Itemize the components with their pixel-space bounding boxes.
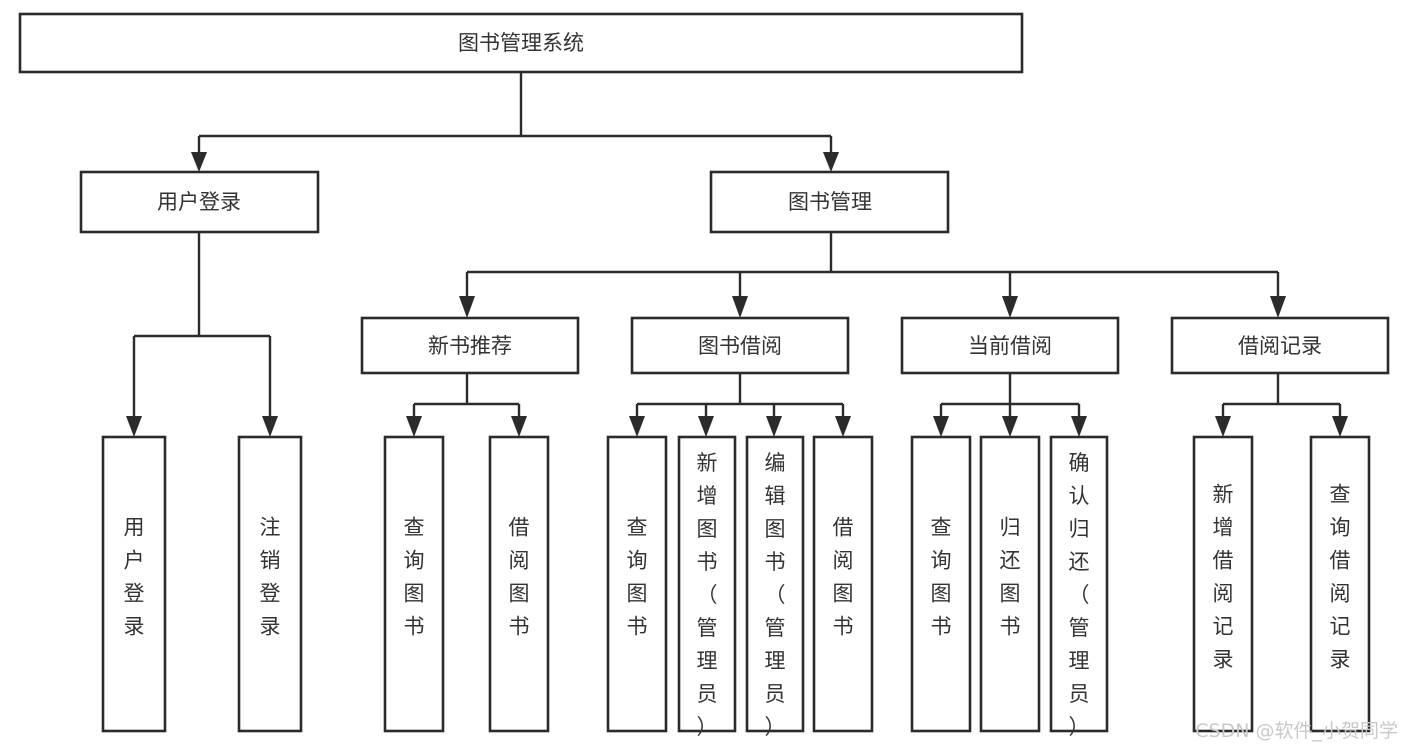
- node-leaf-query-record[interactable]: 查询借阅记录: [1309, 435, 1371, 733]
- node-new-book-recommend[interactable]: 新书推荐: [360, 316, 580, 375]
- node-leaf-query-record-label: 查询借阅记录: [1330, 483, 1351, 672]
- arrow-leaf-query-record: [1332, 416, 1348, 437]
- node-leaf-return-book-label: 归还图书: [1000, 516, 1021, 639]
- node-current-borrow[interactable]: 当前借阅: [900, 316, 1120, 375]
- node-book-borrow-label: 图书借阅: [698, 334, 782, 358]
- csdn-watermark: CSDN @软件_小贺同学: [1195, 720, 1398, 742]
- node-leaf-borrow-book-2-box[interactable]: [812, 435, 874, 733]
- arrow-new-book-recommend: [459, 296, 475, 318]
- node-root[interactable]: 图书管理系统: [18, 12, 1024, 74]
- node-leaf-add-record-label: 新增借阅记录: [1213, 483, 1234, 672]
- node-leaf-edit-book-box[interactable]: [745, 435, 805, 733]
- arrow-user-login: [191, 152, 207, 172]
- node-leaf-logout[interactable]: 注销登录: [237, 435, 303, 733]
- node-leaf-user-login[interactable]: 用户登录: [101, 435, 167, 733]
- node-leaf-query-book-3[interactable]: 查询图书: [910, 435, 972, 733]
- node-leaf-add-book-box[interactable]: [677, 435, 737, 733]
- node-leaf-borrow-book-2-label: 借阅图书: [833, 516, 854, 639]
- arrow-book-borrow: [732, 296, 748, 318]
- node-new-book-recommend-label: 新书推荐: [428, 334, 512, 358]
- node-borrow-record-box[interactable]: [1170, 316, 1390, 375]
- node-leaf-logout-box[interactable]: [237, 435, 303, 733]
- node-leaf-return-book[interactable]: 归还图书: [979, 435, 1041, 733]
- node-user-login-label: 用户登录: [157, 190, 241, 214]
- node-leaf-query-book-3-label: 查询图书: [931, 516, 952, 639]
- arrow-leaf-user-login: [126, 416, 142, 437]
- node-leaf-add-book-label: 新增图书（管理员）: [697, 451, 718, 739]
- arrow-book-manage: [823, 152, 839, 172]
- node-book-borrow[interactable]: 图书借阅: [630, 316, 850, 375]
- arrow-leaf-query-book-2: [629, 416, 645, 437]
- node-leaf-borrow-book-1-box[interactable]: [488, 435, 550, 733]
- node-borrow-record[interactable]: 借阅记录: [1170, 316, 1390, 375]
- node-leaf-confirm-return[interactable]: 确认归还（管理员）: [1049, 435, 1109, 739]
- node-root-label: 图书管理系统: [458, 31, 584, 55]
- node-leaf-user-login-label: 用户登录: [124, 516, 145, 639]
- node-leaf-borrow-book-1[interactable]: 借阅图书: [488, 435, 550, 733]
- arrow-leaf-edit-book: [766, 416, 782, 437]
- node-root-box[interactable]: [18, 12, 1024, 74]
- node-user-login-box[interactable]: [79, 170, 320, 234]
- arrow-leaf-query-book-1: [406, 416, 422, 437]
- node-leaf-query-record-box[interactable]: [1309, 435, 1371, 733]
- arrow-leaf-borrow-book-1: [511, 416, 527, 437]
- arrow-leaf-add-record: [1215, 416, 1231, 437]
- node-leaf-query-book-2[interactable]: 查询图书: [606, 435, 668, 733]
- node-leaf-edit-book[interactable]: 编辑图书（管理员）: [745, 435, 805, 739]
- node-leaf-query-book-2-label: 查询图书: [627, 516, 648, 639]
- node-leaf-user-login-box[interactable]: [101, 435, 167, 733]
- arrow-current-borrow: [1002, 296, 1018, 318]
- node-leaf-query-book-1[interactable]: 查询图书: [383, 435, 445, 733]
- node-leaf-logout-label: 注销登录: [260, 516, 281, 639]
- node-user-login[interactable]: 用户登录: [79, 170, 320, 234]
- arrow-leaf-query-book-3: [933, 416, 949, 437]
- node-leaf-confirm-return-label: 确认归还（管理员）: [1069, 451, 1090, 739]
- node-book-manage-label: 图书管理: [788, 190, 872, 214]
- edges-layer: [126, 72, 1348, 437]
- node-leaf-return-book-box[interactable]: [979, 435, 1041, 733]
- arrow-leaf-borrow-book-2: [835, 416, 851, 437]
- node-leaf-borrow-book-2[interactable]: 借阅图书: [812, 435, 874, 733]
- arrow-borrow-record: [1270, 296, 1286, 318]
- node-leaf-add-record-box[interactable]: [1192, 435, 1254, 733]
- node-current-borrow-box[interactable]: [900, 316, 1120, 375]
- node-leaf-query-book-1-box[interactable]: [383, 435, 445, 733]
- node-leaf-edit-book-label: 编辑图书（管理员）: [765, 451, 786, 739]
- node-leaf-add-record[interactable]: 新增借阅记录: [1192, 435, 1254, 733]
- node-leaf-query-book-1-label: 查询图书: [404, 516, 425, 639]
- node-current-borrow-label: 当前借阅: [968, 334, 1052, 358]
- node-leaf-query-book-2-box[interactable]: [606, 435, 668, 733]
- arrow-leaf-logout: [262, 416, 278, 437]
- arrow-leaf-return-book: [1002, 416, 1018, 437]
- node-book-manage[interactable]: 图书管理: [709, 170, 950, 234]
- arrow-leaf-confirm-return: [1071, 416, 1087, 437]
- node-book-borrow-box[interactable]: [630, 316, 850, 375]
- node-new-book-recommend-box[interactable]: [360, 316, 580, 375]
- node-leaf-query-book-3-box[interactable]: [910, 435, 972, 733]
- node-borrow-record-label: 借阅记录: [1238, 334, 1322, 358]
- node-leaf-add-book[interactable]: 新增图书（管理员）: [677, 435, 737, 739]
- node-book-manage-box[interactable]: [709, 170, 950, 234]
- node-leaf-confirm-return-box[interactable]: [1049, 435, 1109, 733]
- node-leaf-borrow-book-1-label: 借阅图书: [509, 516, 530, 639]
- arrow-leaf-add-book: [698, 416, 714, 437]
